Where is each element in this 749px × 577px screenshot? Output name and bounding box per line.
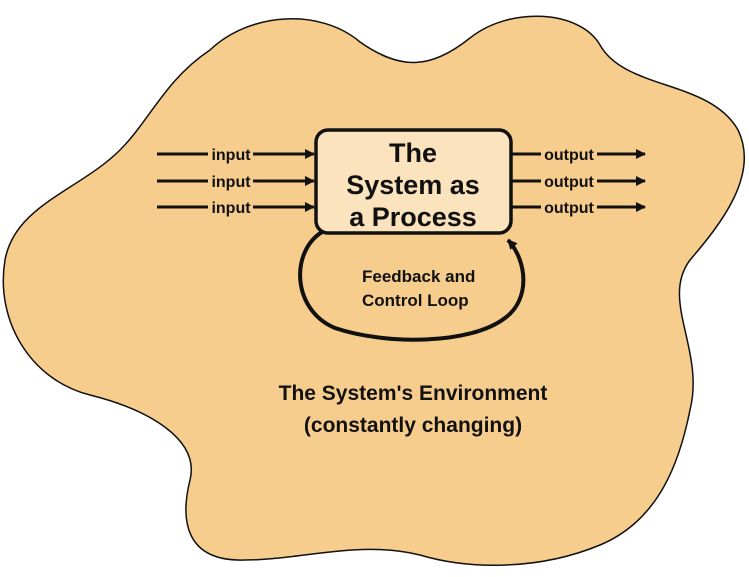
environment-label-line2: (constantly changing) — [304, 414, 522, 437]
process-box — [314, 128, 513, 235]
feedback-label-line2: Control Loop — [362, 291, 469, 310]
process-title-line3: a Process — [349, 202, 477, 232]
output-label-3: output — [544, 200, 594, 217]
process-title-line2: System as — [346, 170, 480, 200]
feedback-loop-arrow — [298, 230, 526, 342]
output-label-2: output — [544, 174, 594, 191]
process-title-line1: The — [389, 138, 437, 168]
input-label-1: input — [211, 147, 251, 164]
output-label-1: output — [544, 147, 594, 164]
environment-label-line1: The System's Environment — [279, 382, 548, 405]
input-label-3: input — [211, 200, 251, 217]
input-label-2: input — [211, 174, 251, 191]
feedback-label-line1: Feedback and — [362, 267, 475, 286]
